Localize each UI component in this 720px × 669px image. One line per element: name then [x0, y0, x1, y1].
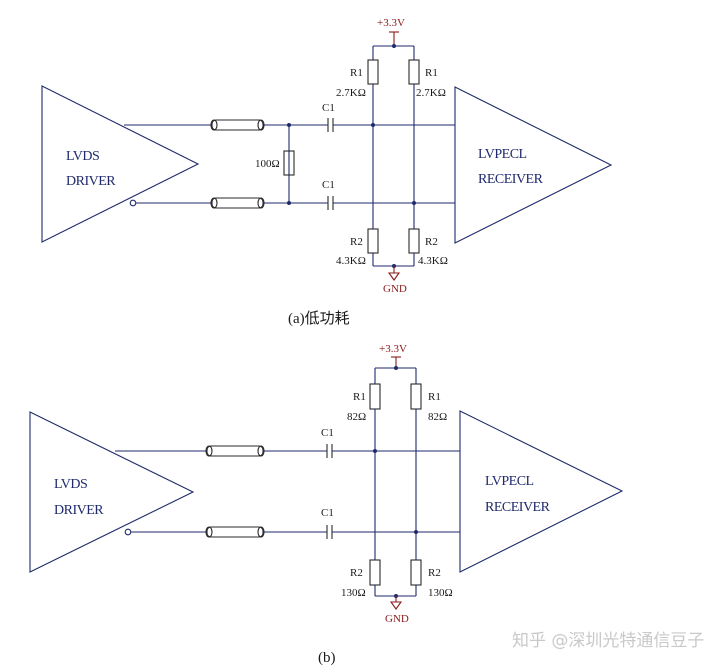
r1-b-left-name: R1 — [353, 391, 366, 403]
caption-a: (a)低功耗 — [288, 310, 350, 327]
receiver-a-label-1: LVPECL — [478, 147, 527, 162]
driver-b-symbol — [29, 411, 195, 573]
driver-b-inverting-bubble — [124, 528, 132, 536]
ground-b-label: GND — [385, 613, 409, 625]
resistor-b-r1-left — [369, 383, 381, 410]
schematic-b: LVDS DRIVER C1 C1 +3.3V — [29, 343, 624, 666]
receiver-a-symbol — [454, 86, 613, 244]
ground-b-icon — [389, 601, 403, 610]
cable-a-top — [211, 119, 264, 131]
r2-b-right-value: 130Ω — [428, 587, 453, 599]
watermark: 知乎 @深圳光特通信豆子 — [512, 631, 704, 651]
supply-b-label: +3.3V — [379, 343, 407, 355]
cable-b-bottom — [206, 526, 264, 538]
ground-a-icon — [387, 272, 401, 281]
r1-b-right-value: 82Ω — [428, 411, 447, 423]
r2-b-left-name: R2 — [350, 567, 363, 579]
r2-b-left-value: 130Ω — [341, 587, 366, 599]
driver-a-symbol — [41, 85, 200, 243]
resistor-a-r2-right — [408, 228, 420, 254]
cap-a-bottom-label: C1 — [322, 179, 335, 191]
resistor-a-r1-right — [408, 59, 420, 85]
cable-a-bottom — [211, 197, 264, 209]
receiver-a-label-2: RECEIVER — [478, 172, 544, 187]
r1-b-right-name: R1 — [428, 391, 441, 403]
r1-a-left-name: R1 — [350, 67, 363, 79]
driver-a-inverting-bubble — [129, 199, 137, 207]
resistor-b-r1-right — [410, 383, 422, 410]
r2-a-left-name: R2 — [350, 236, 363, 248]
driver-b-label-1: LVDS — [54, 477, 87, 492]
r1-a-left-value: 2.7KΩ — [336, 87, 366, 99]
r2-a-left-value: 4.3KΩ — [336, 255, 366, 267]
resistor-a-r2-left — [367, 228, 379, 254]
cap-b-top-label: C1 — [321, 427, 334, 439]
driver-b-label-2: DRIVER — [54, 503, 104, 518]
receiver-b-label-1: LVPECL — [485, 474, 534, 489]
r2-b-right-name: R2 — [428, 567, 441, 579]
cap-b-bottom-label: C1 — [321, 507, 334, 519]
r1-a-right-name: R1 — [425, 67, 438, 79]
term-a-label: 100Ω — [255, 158, 280, 170]
r2-a-right-name: R2 — [425, 236, 438, 248]
cap-a-top-label: C1 — [322, 102, 335, 114]
resistor-a-term — [283, 150, 295, 176]
supply-a-label: +3.3V — [377, 17, 405, 29]
ground-a-label: GND — [383, 283, 407, 295]
resistor-a-r1-left — [367, 59, 379, 85]
cable-b-top — [206, 445, 264, 457]
r1-b-left-value: 82Ω — [347, 411, 366, 423]
resistor-b-r2-right — [410, 559, 422, 586]
caption-b: (b) — [318, 650, 336, 666]
r1-a-right-value: 2.7KΩ — [416, 87, 446, 99]
resistor-b-r2-left — [369, 559, 381, 586]
receiver-b-symbol — [459, 410, 624, 573]
r2-a-right-value: 4.3KΩ — [418, 255, 448, 267]
schematic-a: LVDS DRIVER C1 C1 100Ω +3.3V — [41, 17, 613, 327]
receiver-b-label-2: RECEIVER — [485, 500, 551, 515]
driver-a-label-1: LVDS — [66, 149, 99, 164]
driver-a-label-2: DRIVER — [66, 174, 116, 189]
